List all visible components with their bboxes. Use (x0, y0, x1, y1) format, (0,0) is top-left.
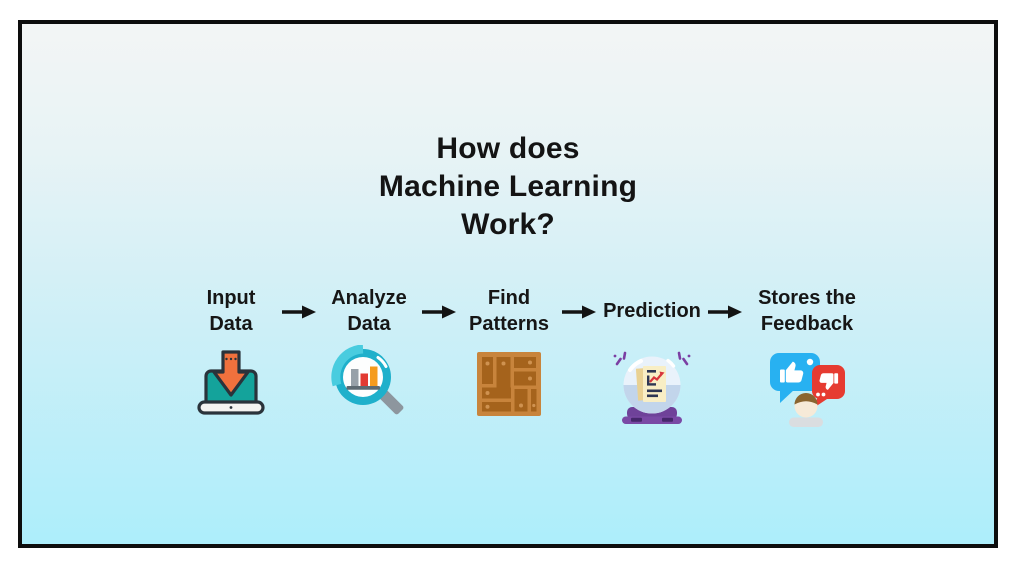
title-line-1: How does (436, 132, 580, 165)
flow-arrow-icon (421, 304, 457, 320)
prediction-document (635, 366, 666, 402)
wood-blocks-pattern-icon (470, 345, 548, 423)
step-label-line: Analyze (331, 287, 407, 309)
flow-arrow-icon (707, 304, 743, 320)
thumbs-up-icon (780, 361, 804, 383)
sparkles (615, 351, 689, 366)
step-label: Find Patterns (469, 284, 549, 338)
page-title: How does Machine Learning Work? (22, 130, 994, 244)
board-frame: How does Machine Learning Work? Input Da… (18, 20, 998, 548)
step-label-line: Input (206, 287, 256, 309)
feedback-bubbles-icon (766, 345, 848, 427)
step-label-line: Patterns (468, 313, 550, 335)
step-analyze-data: Analyze Data (317, 284, 421, 425)
process-flow: Input Data (40, 284, 1012, 429)
crystal-ball-icon (610, 345, 694, 429)
step-label: Prediction (603, 284, 701, 338)
step-label: Input Data (207, 284, 256, 338)
step-label: Analyze Data (331, 284, 407, 338)
step-label-line: Feedback (760, 313, 854, 335)
title-line-2: Machine Learning (378, 170, 638, 203)
step-label: Stores the Feedback (758, 284, 856, 338)
step-label-line: Find (487, 287, 531, 309)
step-label-line: Data (347, 313, 391, 335)
step-prediction: Prediction (597, 284, 707, 429)
step-input-data: Input Data (181, 284, 281, 421)
title-line-3: Work? (461, 208, 555, 241)
laptop-download-icon (193, 345, 269, 421)
magnifier-bar-chart-icon (329, 344, 409, 425)
step-label-line: Prediction (603, 300, 701, 322)
flow-arrow-icon (281, 304, 317, 320)
step-label-line: Data (209, 313, 253, 335)
person-avatar (789, 393, 823, 427)
step-find-patterns: Find Patterns (457, 284, 561, 423)
step-stores-feedback: Stores the Feedback (743, 284, 871, 427)
step-label-line: Stores the (758, 287, 856, 309)
flow-arrow-icon (561, 304, 597, 320)
thumbs-up-bubble (770, 353, 820, 403)
